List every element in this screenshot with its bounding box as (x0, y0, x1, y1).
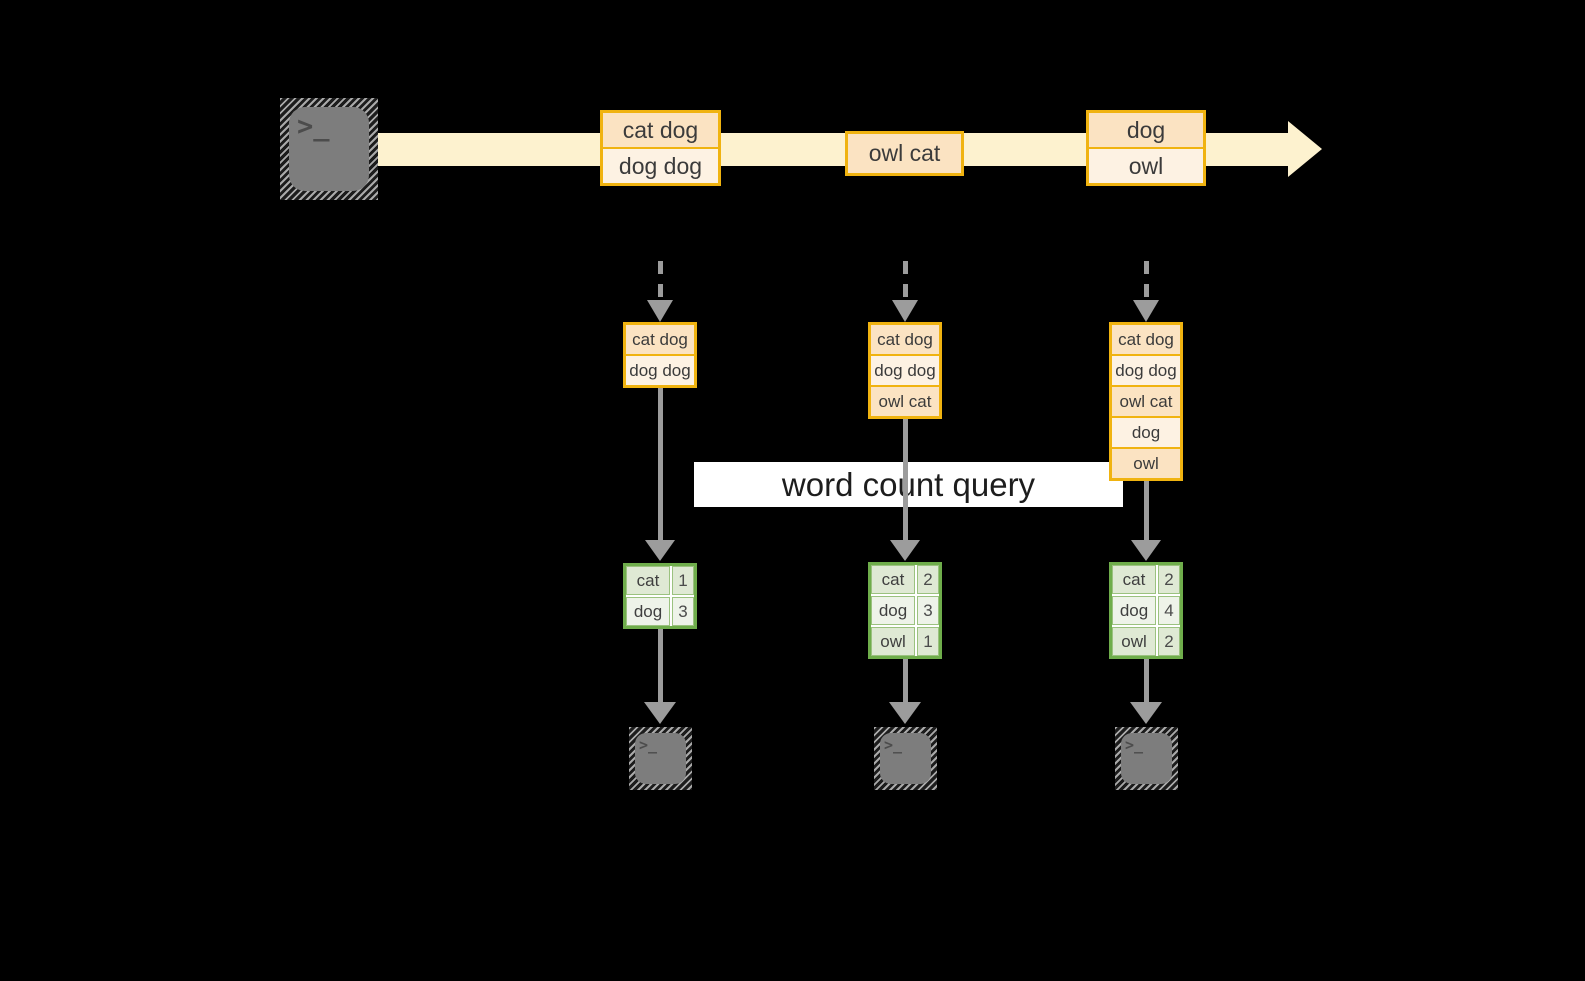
sink-terminal-icon: >_ (1115, 727, 1178, 790)
message-cell: owl (1089, 149, 1203, 183)
connector-arrowhead (644, 702, 676, 724)
message-cell: dog dog (1112, 356, 1180, 385)
connector-line (658, 629, 663, 705)
query-label: word count query (694, 462, 1123, 507)
message-cell: cat dog (1112, 325, 1180, 354)
word-cell: cat (1112, 565, 1156, 594)
source-terminal-icon: >_ (280, 98, 378, 200)
word-cell: dog (1112, 596, 1156, 625)
count-cell: 1 (917, 627, 939, 656)
message-cell: cat dog (871, 325, 939, 354)
word-cell: cat (626, 566, 670, 595)
sink-terminal-icon: >_ (874, 727, 937, 790)
trigger-arrow (903, 261, 908, 298)
connector-line (903, 419, 908, 540)
word-cell: dog (871, 596, 915, 625)
prompt-icon: >_ (884, 736, 903, 754)
count-cell: 2 (1158, 627, 1180, 656)
trigger-arrow (1144, 261, 1149, 298)
connector-arrowhead (645, 540, 675, 561)
word-cell: cat (871, 565, 915, 594)
prompt-icon: >_ (639, 736, 658, 754)
count-cell: 2 (1158, 565, 1180, 594)
connector-line (1144, 659, 1149, 705)
count-cell: 4 (1158, 596, 1180, 625)
message-cell: cat dog (603, 113, 718, 147)
connector-arrowhead (1131, 540, 1161, 561)
connector-arrowhead (889, 702, 921, 724)
sink-terminal-icon: >_ (629, 727, 692, 790)
message-cell: dog dog (603, 149, 718, 183)
trigger-arrowhead (892, 300, 918, 322)
count-cell: 1 (672, 566, 694, 595)
connector-arrowhead (890, 540, 920, 561)
prompt-icon: >_ (1125, 736, 1144, 754)
message-cell: dog (1112, 418, 1180, 447)
message-cell: dog (1089, 113, 1203, 147)
message-cell: owl cat (848, 134, 961, 173)
count-cell: 3 (917, 596, 939, 625)
prompt-icon: >_ (297, 111, 330, 142)
word-cell: dog (626, 597, 670, 626)
trigger-arrowhead (647, 300, 673, 322)
trigger-arrowhead (1133, 300, 1159, 322)
count-cell: 2 (917, 565, 939, 594)
connector-arrowhead (1130, 702, 1162, 724)
connector-line (658, 388, 663, 540)
message-cell: owl cat (871, 387, 939, 416)
count-cell: 3 (672, 597, 694, 626)
input-stream-arrowhead (1288, 121, 1322, 177)
connector-line (1144, 481, 1149, 540)
message-cell: owl cat (1112, 387, 1180, 416)
message-cell: cat dog (626, 325, 694, 354)
trigger-arrow (658, 261, 663, 298)
message-cell: dog dog (626, 356, 694, 385)
message-cell: owl (1112, 449, 1180, 478)
word-cell: owl (871, 627, 915, 656)
stream-batch: owl cat (845, 131, 964, 176)
word-cell: owl (1112, 627, 1156, 656)
message-cell: dog dog (871, 356, 939, 385)
connector-line (903, 659, 908, 705)
